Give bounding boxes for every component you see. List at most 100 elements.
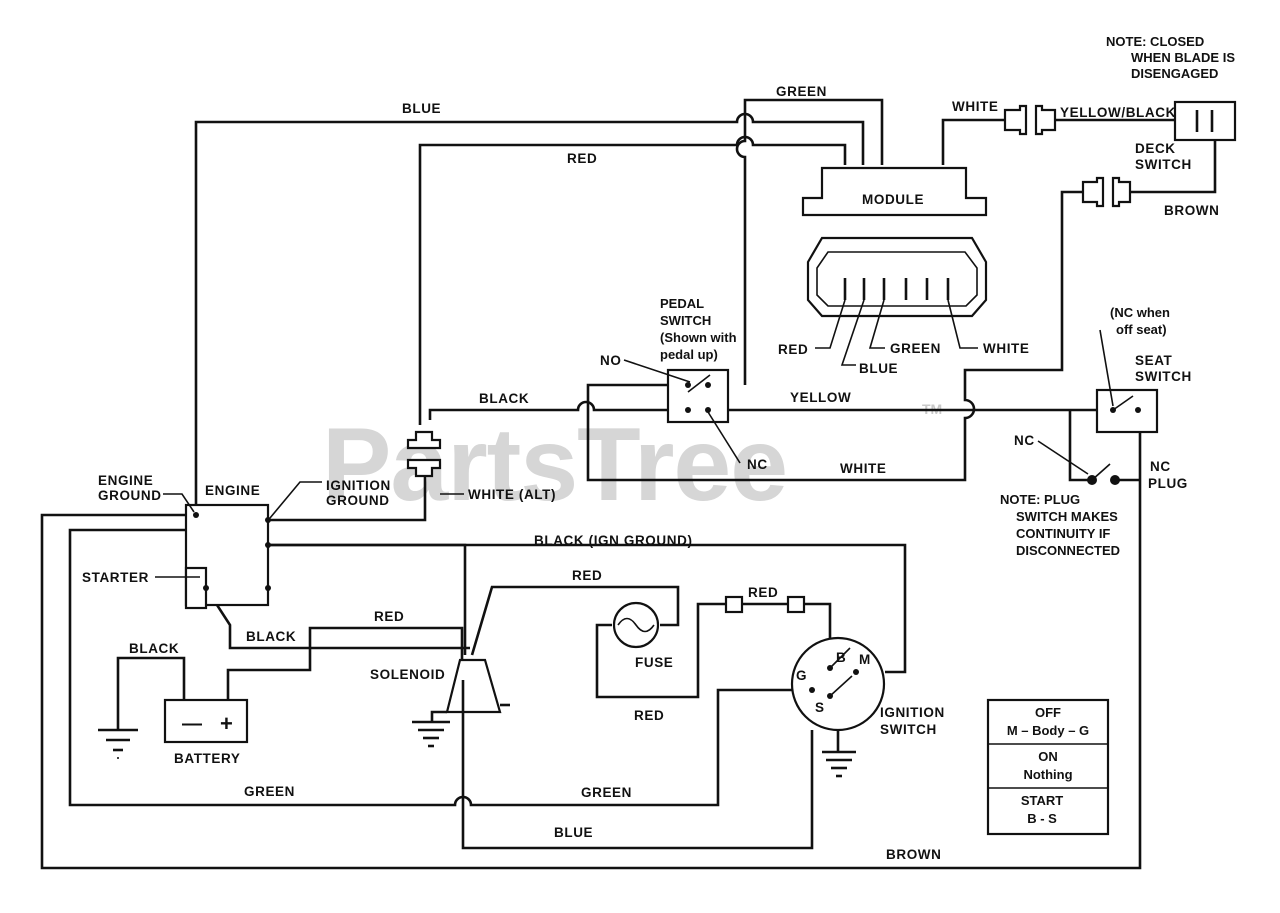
pedal-desc-4: pedal up) [660,347,718,362]
module-connector: RED BLUE GREEN WHITE [778,236,1030,376]
table-on-state: ON [1038,749,1058,764]
wire-red-fuse-bottom [595,602,726,699]
wire-black-starter [204,587,470,650]
ignition-ground-label-1: IGNITION [326,478,391,493]
label-white-module: WHITE [952,99,999,114]
ignition-switch: B M G S IGNITION SWITCH [790,636,945,778]
term-g: G [796,668,807,683]
label-red-top: RED [567,151,597,166]
label-red-fuse-switch: RED [748,585,778,600]
label-white-alt: WHITE (ALT) [468,487,556,502]
plug-switch: NC NC PLUG [1014,433,1188,491]
plug-note-2: SWITCH MAKES [1016,509,1118,524]
module: MODULE [801,166,988,217]
solenoid: SOLENOID [370,658,510,748]
table-on-conn: Nothing [1023,767,1072,782]
label-blue-top: BLUE [402,101,441,116]
label-red-fuse-bottom: RED [634,708,664,723]
pin-red-label: RED [778,342,808,357]
label-white-mid: WHITE [840,461,887,476]
engine: ENGINE ENGINE GROUND IGNITION GROUND STA… [82,473,391,610]
pin-white-label: WHITE [983,341,1030,356]
nc-seat-label: NC [1014,433,1035,448]
solenoid-label: SOLENOID [370,667,445,682]
engine-ground-label-1: ENGINE [98,473,153,488]
label-black-battery: BLACK [129,641,179,656]
wire-brown-deck [1130,140,1217,194]
battery-plus: + [220,711,233,736]
wire-engine-to-solenoid [268,543,467,655]
red-connectors [724,595,806,614]
ignition-switch-label-1: IGNITION [880,705,945,720]
inline-connector [406,430,442,478]
label-green-bottom-left: GREEN [244,784,295,799]
watermark: PartsTree [322,407,787,523]
battery-minus: — [182,713,202,735]
table-off-conn: M – Body – G [1007,723,1089,738]
label-black-ign: BLACK (IGN GROUND) [534,533,693,548]
deck-note-3: DISENGAGED [1131,66,1218,81]
seat-switch-label-1: SEAT [1135,353,1173,368]
wire-seat-nc [1068,410,1088,482]
label-green-top: GREEN [776,84,827,99]
fuse: FUSE [612,601,673,670]
wire-red-solenoid-fuse [470,585,680,656]
pin-blue-label: BLUE [859,361,898,376]
deck-note-2: WHEN BLADE IS [1131,50,1235,65]
wire-pedal-no [586,383,680,412]
pedal-switch: NO NC [600,353,768,472]
table-off-state: OFF [1035,705,1061,720]
wire-red-to-switch [804,602,832,642]
nc-plug-label-2: PLUG [1148,476,1188,491]
wire-black-battery [116,656,186,730]
pedal-nc-label: NC [747,457,768,472]
switch-table: OFF M – Body – G ON Nothing START B - S [986,698,1110,836]
engine-ground-label-2: GROUND [98,488,162,503]
nc-plug-label-1: NC [1150,459,1171,474]
wire-white-module [941,118,1005,165]
term-b: B [836,650,846,665]
fuse-label: FUSE [635,655,673,670]
battery-label: BATTERY [174,751,240,766]
term-m: M [859,652,871,667]
label-yellow-seat: YELLOW [790,390,851,405]
pedal-desc-2: SWITCH [660,313,711,328]
wire-brown-bottom [40,420,1142,870]
wire-green-top [735,98,884,385]
plug-note-1: NOTE: PLUG [1000,492,1080,507]
label-red-solenoid: RED [374,609,404,624]
label-green-bottom-right: GREEN [581,785,632,800]
seat-nc-note-2: off seat) [1116,322,1167,337]
seat-switch-label-2: SWITCH [1135,369,1192,384]
wire-black-pedal [428,400,680,420]
deck-note-1: NOTE: CLOSED [1106,34,1204,49]
plug-note-4: DISCONNECTED [1016,543,1120,558]
term-s: S [815,700,825,715]
ignition-ground-label-2: GROUND [326,493,390,508]
label-black-pedal: BLACK [479,391,529,406]
plug-note-3: CONTINUITY IF [1016,526,1110,541]
label-yellow-black: YELLOW/BLACK [1060,105,1176,120]
wire-brown-to-seat [586,190,1083,482]
module-label: MODULE [862,192,924,207]
table-start-conn: B - S [1027,811,1057,826]
deck-switch-label-1: DECK [1135,141,1176,156]
table-start-state: START [1021,793,1063,808]
pin-green-label: GREEN [890,341,941,356]
wire-labels: BLUE GREEN RED WHITE YELLOW/BLACK BROWN … [129,84,1220,862]
label-brown-deck: BROWN [1164,203,1220,218]
pedal-desc-3: (Shown with [660,330,737,345]
seat-nc-note-1: (NC when [1110,305,1170,320]
ignition-switch-label-2: SWITCH [880,722,937,737]
deck-switch: DECK SWITCH [1135,100,1237,172]
engine-label: ENGINE [205,483,260,498]
wire-red-top [418,135,847,425]
starter-label: STARTER [82,570,149,585]
battery: — + BATTERY [98,698,249,766]
pedal-no-label: NO [600,353,621,368]
seat-switch: SEAT SWITCH [1095,329,1192,434]
wire-white-alt [268,470,427,522]
deck-switch-label-2: SWITCH [1135,157,1192,172]
notes: NOTE: CLOSED WHEN BLADE IS DISENGAGED NO… [660,34,1235,558]
